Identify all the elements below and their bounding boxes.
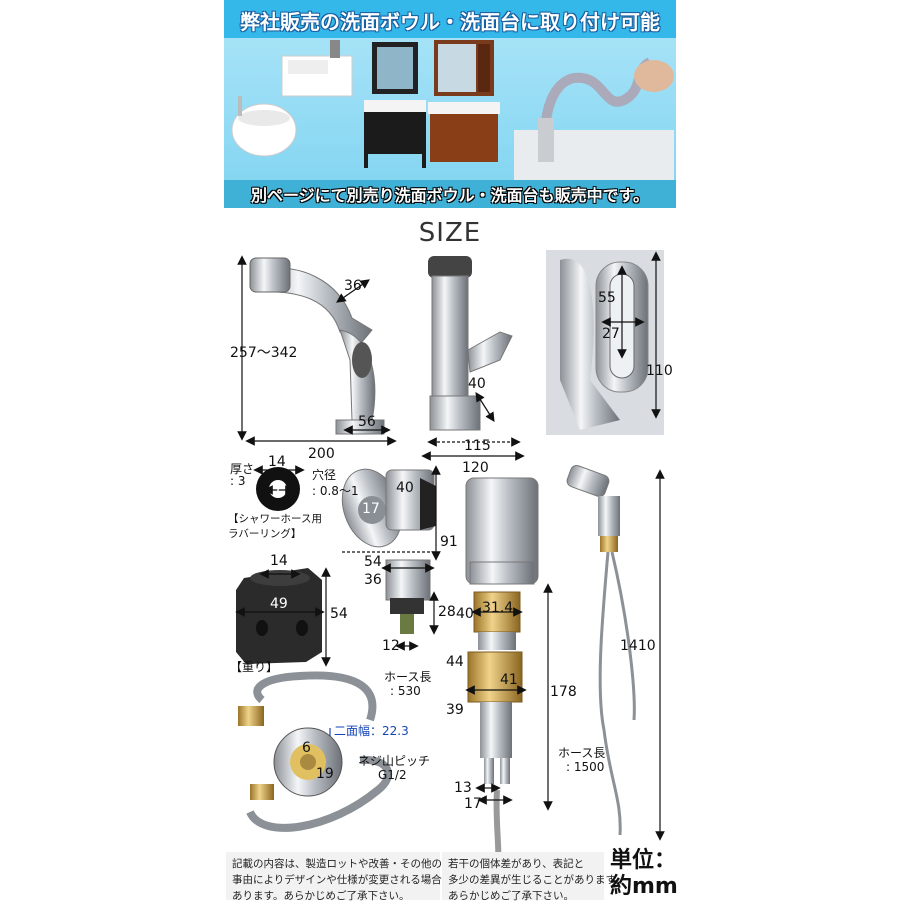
dim-body-17: 17 [464,796,482,812]
weight [236,568,322,664]
footer-note-right: 若干の個体差があり、表記と 多少の差異が生じることがあります。 あらかじめご了承… [442,852,625,902]
dimension-lines [235,251,665,841]
dim-hose-1410: 1410 [620,638,656,654]
hole-value: : 0.8〜1 [312,484,359,498]
banner-products-illustration [231,40,674,180]
dim-base-56: 56 [358,414,376,430]
dim-ring-14: 14 [268,454,286,470]
dim-body-40: 40 [456,606,474,622]
size-title: SIZE [418,218,482,248]
rubber-ring-caption: 【シャワーホース用 ラバーリング】 [228,513,322,540]
dim-ring-7: 7 [274,480,283,496]
dim-spout-36: 36 [344,278,362,294]
promo-banner: 弊社販売の洗面ボウル・洗面台に取り付け可能 別ページにて別売り洗面ボウル・洗面台… [224,0,676,208]
unit-label: 単位： [610,848,677,873]
dim-head-91: 91 [440,534,458,550]
nimen-value: ：22.3 [370,724,409,738]
faucet-body-vertical [465,477,539,871]
banner-title-bar [224,0,676,38]
faucet-front-view [428,256,513,431]
dim-head-54: 54 [364,554,382,570]
dim-reach-200: 200 [308,446,335,462]
pullout-hose [566,465,636,836]
supply-hoses [238,671,392,832]
hose-length-value: : 530 [390,684,421,698]
thickness-value: : 3 [230,474,246,488]
dim-lever-27: 27 [602,326,620,342]
dim-lever-110: 110 [646,363,673,379]
dim-head-40: 40 [396,480,414,496]
dim-body-31-4: 31.4 [482,600,514,616]
dim-head-28: 28 [438,604,456,620]
dim-lever-40: 40 [468,376,486,392]
dim-width-115: 115 [464,438,491,454]
dim-body-44: 44 [446,654,464,670]
footer-note-left: 記載の内容は、製造ロットや改善・その他の 事由によりデザインや仕様が変更される場… [226,852,452,902]
dim-lever-55: 55 [598,290,616,306]
dim-body-178: 178 [550,684,577,700]
dim-nut-19: 19 [316,766,334,782]
unit-value: 約mm [610,874,678,899]
dim-head-17: 17 [362,501,380,517]
banner-title: 弊社販売の洗面ボウル・洗面台に取り付け可能 [240,10,660,34]
pitch-label: ネジ山ピッチ [358,754,431,768]
dim-head-36: 36 [364,572,382,588]
shower-head [341,468,436,634]
dim-weight-49: 49 [270,596,288,612]
hose-length-label: ホース長 [384,670,432,684]
hose2-length-label: ホース長 [558,746,606,760]
hole-label: 穴径 [312,468,337,482]
nimen-label: 二面幅 [334,724,371,738]
dim-body-41: 41 [500,672,518,688]
banner-sub-bar [224,180,676,208]
dim-body-13: 13 [454,780,472,796]
dim-weight-14: 14 [270,553,288,569]
hose2-length-value: : 1500 [566,760,605,774]
thickness-label: 厚さ [230,462,255,476]
weight-caption: 【重り】 [230,660,279,674]
dim-width-120: 120 [462,460,489,476]
dim-weight-54: 54 [330,606,348,622]
faucet-side-view [249,257,385,435]
dim-height-257-342: 257〜342 [230,345,298,361]
dim-body-39: 39 [446,702,464,718]
pitch-value: G1/2 [378,768,407,782]
lever-closeup [546,250,664,435]
dim-nut-6: 6 [302,740,311,756]
dim-head-12: 12 [382,638,400,654]
banner-subtitle: 別ページにて別売り洗面ボウル・洗面台も販売中です。 [250,186,650,205]
